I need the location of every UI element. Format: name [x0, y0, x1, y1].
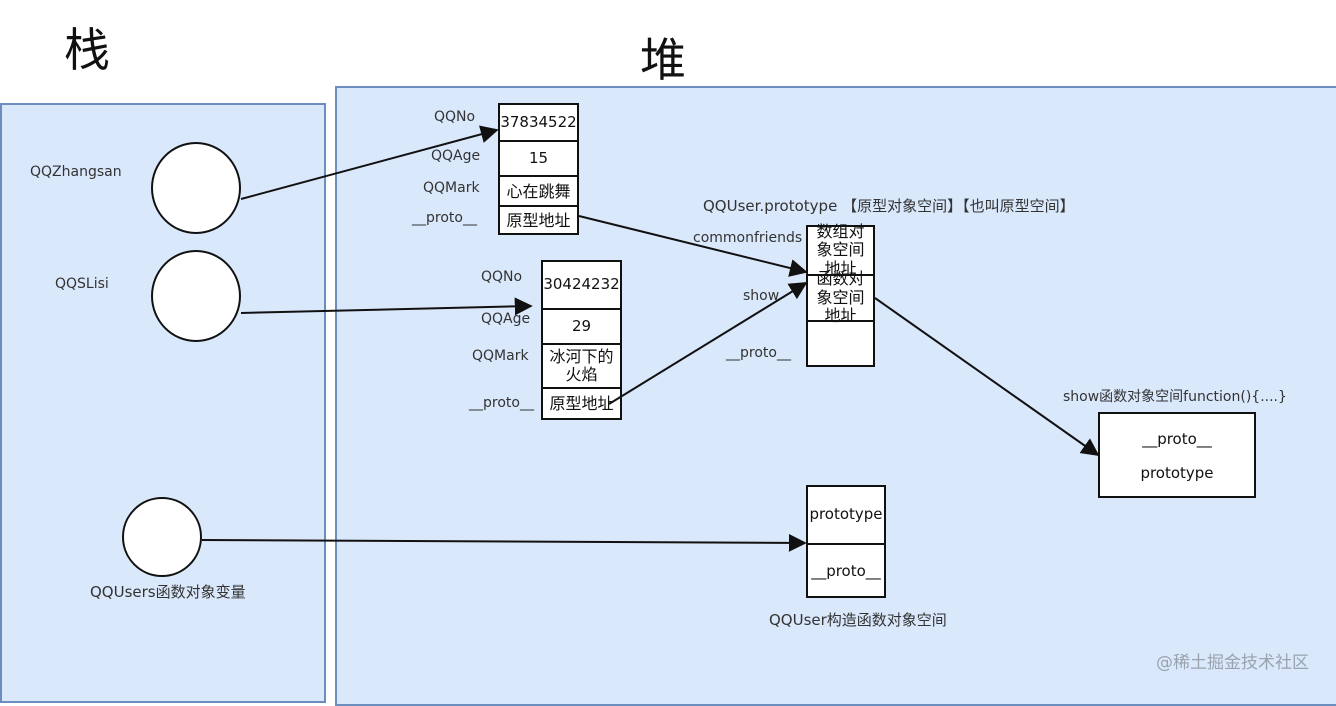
obj2-value-proto: 原型地址 — [543, 387, 620, 420]
prototype-title: QQUser.prototype 【原型对象空间】【也叫原型空间】 — [703, 197, 1075, 215]
var-circle-lisi — [151, 250, 241, 342]
constructor-box: prototype __proto__ — [806, 485, 886, 598]
watermark: @稀土掘金技术社区 — [1156, 653, 1309, 673]
obj2-label-proto: __proto__ — [469, 395, 534, 411]
obj2-value-qqno: 30424232 — [543, 275, 620, 294]
obj1-value-qqage: 15 — [500, 140, 577, 175]
prototype-box: 数组对象空间地址 函数对象空间地址 — [806, 221, 875, 367]
prototype-label-proto: __proto__ — [726, 345, 791, 361]
obj1-value-proto: 原型地址 — [500, 205, 577, 235]
var-circle-zhangsan — [151, 142, 241, 234]
prototype-label-commonfriends: commonfriends — [693, 230, 803, 246]
obj2-label-qqage: QQAge — [481, 311, 531, 327]
obj2-value-qqage: 29 — [543, 308, 620, 343]
obj2-label-qqno: QQNo — [481, 269, 523, 285]
heap-title: 堆 — [640, 33, 686, 87]
obj1-label-qqmark: QQMark — [423, 180, 480, 196]
var-label-zhangsan: QQZhangsan — [30, 164, 122, 180]
constructor-row-prototype: prototype — [809, 505, 883, 524]
var-label-lisi: QQSLisi — [55, 276, 109, 292]
prototype-value-show: 函数对象空间地址 — [808, 270, 873, 325]
show-fn-row-prototype: prototype — [1140, 464, 1214, 483]
obj1-label-proto: __proto__ — [412, 210, 477, 226]
show-fn-row-proto: __proto__ — [1142, 430, 1212, 449]
prototype-value-commonfriends: 数组对象空间地址 — [816, 221, 865, 278]
show-fn-title: show函数对象空间function(){....} — [1063, 389, 1287, 405]
obj1-label-qqage: QQAge — [431, 148, 481, 164]
var-label-users: QQUsers函数对象变量 — [90, 583, 246, 601]
obj2-value-qqmark: 冰河下的火焰 — [543, 343, 620, 387]
obj1-label-qqno: QQNo — [434, 109, 476, 125]
show-fn-box: __proto__ prototype — [1098, 412, 1256, 498]
obj1-box: 37834522 15 心在跳舞 原型地址 — [498, 103, 579, 235]
constructor-row-proto: __proto__ — [808, 543, 884, 598]
prototype-value-proto — [808, 320, 873, 367]
obj2-label-qqmark: QQMark — [472, 348, 529, 364]
stack-title: 栈 — [64, 23, 110, 77]
prototype-label-show: show — [743, 288, 780, 304]
obj2-box: 30424232 29 冰河下的火焰 原型地址 — [541, 260, 622, 420]
constructor-caption: QQUser构造函数对象空间 — [769, 611, 947, 629]
obj1-value-qqmark: 心在跳舞 — [500, 175, 577, 207]
obj1-value-qqno: 37834522 — [500, 112, 577, 131]
var-circle-users — [122, 497, 202, 577]
